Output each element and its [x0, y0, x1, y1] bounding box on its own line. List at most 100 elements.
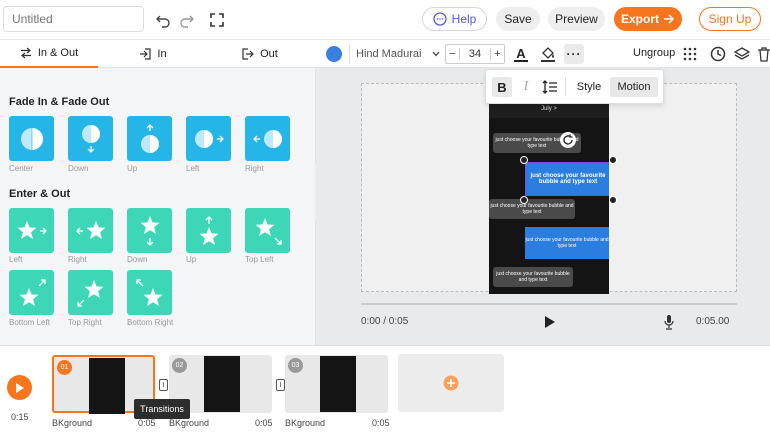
resize-handle[interactable]	[520, 196, 528, 204]
line-spacing-icon[interactable]	[542, 79, 558, 95]
project-title-input[interactable]	[3, 6, 144, 32]
enter-bottom-right-tile[interactable]	[127, 270, 172, 315]
chat-bubble-selected[interactable]: just choose your favourite bubble and ty…	[525, 162, 609, 196]
tab-out[interactable]: Out	[215, 40, 305, 68]
time-total: 0:05.00	[696, 316, 730, 327]
font-size-stepper[interactable]: − 34 +	[445, 44, 505, 64]
star-up-arrow-icon	[199, 215, 218, 245]
enter-right-tile[interactable]	[68, 208, 113, 253]
arrow-right-icon	[664, 14, 675, 24]
fullscreen-icon[interactable]	[207, 10, 227, 30]
ungroup-button[interactable]: Ungroup	[633, 47, 676, 59]
clip-label: BKground	[52, 418, 93, 428]
fill-bucket-icon[interactable]	[540, 45, 556, 63]
fade-left-tile[interactable]	[186, 116, 231, 161]
add-clip-button[interactable]	[398, 354, 504, 412]
play-icon	[15, 382, 24, 393]
play-all-button[interactable]	[7, 375, 32, 400]
star-diagonal-down-icon	[255, 217, 282, 245]
text-color-icon[interactable]: A	[514, 46, 528, 62]
fade-center-label: Center	[9, 164, 34, 173]
italic-button[interactable]: I	[523, 79, 529, 94]
bold-button[interactable]: B	[492, 77, 512, 97]
style-tab[interactable]: Style	[576, 81, 602, 93]
font-family-value: Hind Madurai	[356, 48, 422, 60]
fade-left-label: Left	[186, 164, 200, 173]
resize-handle[interactable]	[520, 156, 528, 164]
progress-track[interactable]	[361, 303, 737, 305]
enter-top-left-tile[interactable]	[245, 208, 290, 253]
tab-out-label: Out	[260, 48, 278, 60]
rotate-icon[interactable]	[560, 132, 576, 148]
fade-left-icon	[194, 129, 224, 148]
enter-section-title: Enter & Out	[9, 188, 71, 200]
export-button[interactable]: Export	[614, 7, 682, 31]
more-options-button[interactable]: ···	[564, 44, 584, 64]
fade-up-tile[interactable]	[127, 116, 172, 161]
timeline: 0:15 01 BKground 0:05 I 02 BKground 0:05…	[0, 345, 770, 432]
color-swatch[interactable]	[326, 46, 342, 62]
fade-right-icon	[252, 129, 282, 148]
text-style-popup: B I Style Motion	[485, 69, 664, 104]
chat-bubble[interactable]: just choose your favourite bubble and ty…	[489, 199, 575, 219]
canvas-stage: July > just choose your favourite bubble…	[316, 68, 770, 345]
microphone-icon[interactable]	[664, 314, 674, 330]
font-size-decrease[interactable]: −	[446, 48, 460, 60]
clip-thumbnail	[89, 358, 125, 414]
star-diagonal-down-left-icon	[76, 279, 103, 307]
transitions-tooltip: Transitions	[134, 399, 190, 419]
font-size-increase[interactable]: +	[490, 48, 504, 60]
phone-preview[interactable]: July > just choose your favourite bubble…	[489, 98, 609, 294]
enter-top-right-tile[interactable]	[68, 270, 113, 315]
enter-up-tile[interactable]	[186, 208, 231, 253]
text-toolbar: Hind Madurai − 34 + A ··· Ungroup	[316, 40, 770, 68]
exit-icon	[242, 48, 254, 60]
tab-in-out[interactable]: In & Out	[0, 40, 98, 68]
chat-bubble[interactable]: just choose your favourite bubble and ty…	[493, 267, 573, 287]
enter-down-label: Down	[127, 255, 148, 264]
divider	[349, 44, 350, 64]
transition-icon[interactable]: I	[159, 379, 168, 391]
help-label: Help	[451, 12, 477, 26]
resize-handle[interactable]	[609, 196, 617, 204]
resize-handle[interactable]	[609, 156, 617, 164]
enter-bottom-left-tile[interactable]	[9, 270, 54, 315]
chat-bubble[interactable]: just choose your favourite bubble and ty…	[525, 227, 609, 259]
fade-section-title: Fade In & Fade Out	[9, 96, 110, 108]
help-button[interactable]: Help	[422, 7, 487, 31]
star-left-arrow-icon	[75, 220, 105, 239]
transition-icon[interactable]: I	[276, 379, 285, 391]
signup-button[interactable]: Sign Up	[699, 7, 761, 31]
plus-icon	[443, 375, 459, 391]
divider	[565, 78, 566, 96]
clock-icon[interactable]	[710, 46, 726, 62]
tab-in[interactable]: In	[108, 40, 198, 68]
preview-button[interactable]: Preview	[548, 7, 605, 31]
enter-down-tile[interactable]	[127, 208, 172, 253]
delete-icon[interactable]	[757, 46, 770, 62]
playback-bar: 0:00 / 0:05 0:05.00	[316, 300, 770, 345]
play-icon[interactable]	[544, 315, 556, 329]
layers-icon[interactable]	[733, 46, 751, 62]
grid-icon[interactable]	[683, 47, 697, 61]
redo-icon[interactable]	[177, 10, 197, 30]
font-size-value[interactable]: 34	[468, 48, 482, 60]
clip-thumbnail	[204, 356, 240, 412]
enter-left-tile[interactable]	[9, 208, 54, 253]
font-family-select[interactable]: Hind Madurai	[356, 47, 440, 61]
clip-label: BKground	[169, 418, 210, 428]
fade-right-tile[interactable]	[245, 116, 290, 161]
swap-arrows-icon	[20, 47, 31, 59]
enter-right-label: Right	[68, 255, 87, 264]
clip-number: 02	[172, 358, 187, 373]
clip-duration: 0:05	[138, 418, 156, 428]
fade-center-tile[interactable]	[9, 116, 54, 161]
tab-in-out-label: In & Out	[37, 47, 79, 59]
clip-3[interactable]: 03	[285, 355, 388, 413]
fade-down-tile[interactable]	[68, 116, 113, 161]
month-label: July >	[541, 106, 557, 112]
motion-tab[interactable]: Motion	[610, 77, 658, 97]
save-button[interactable]: Save	[496, 7, 540, 31]
chat-bubble[interactable]: just choose your favourite bubble and ty…	[493, 133, 581, 153]
undo-icon[interactable]	[153, 10, 173, 30]
